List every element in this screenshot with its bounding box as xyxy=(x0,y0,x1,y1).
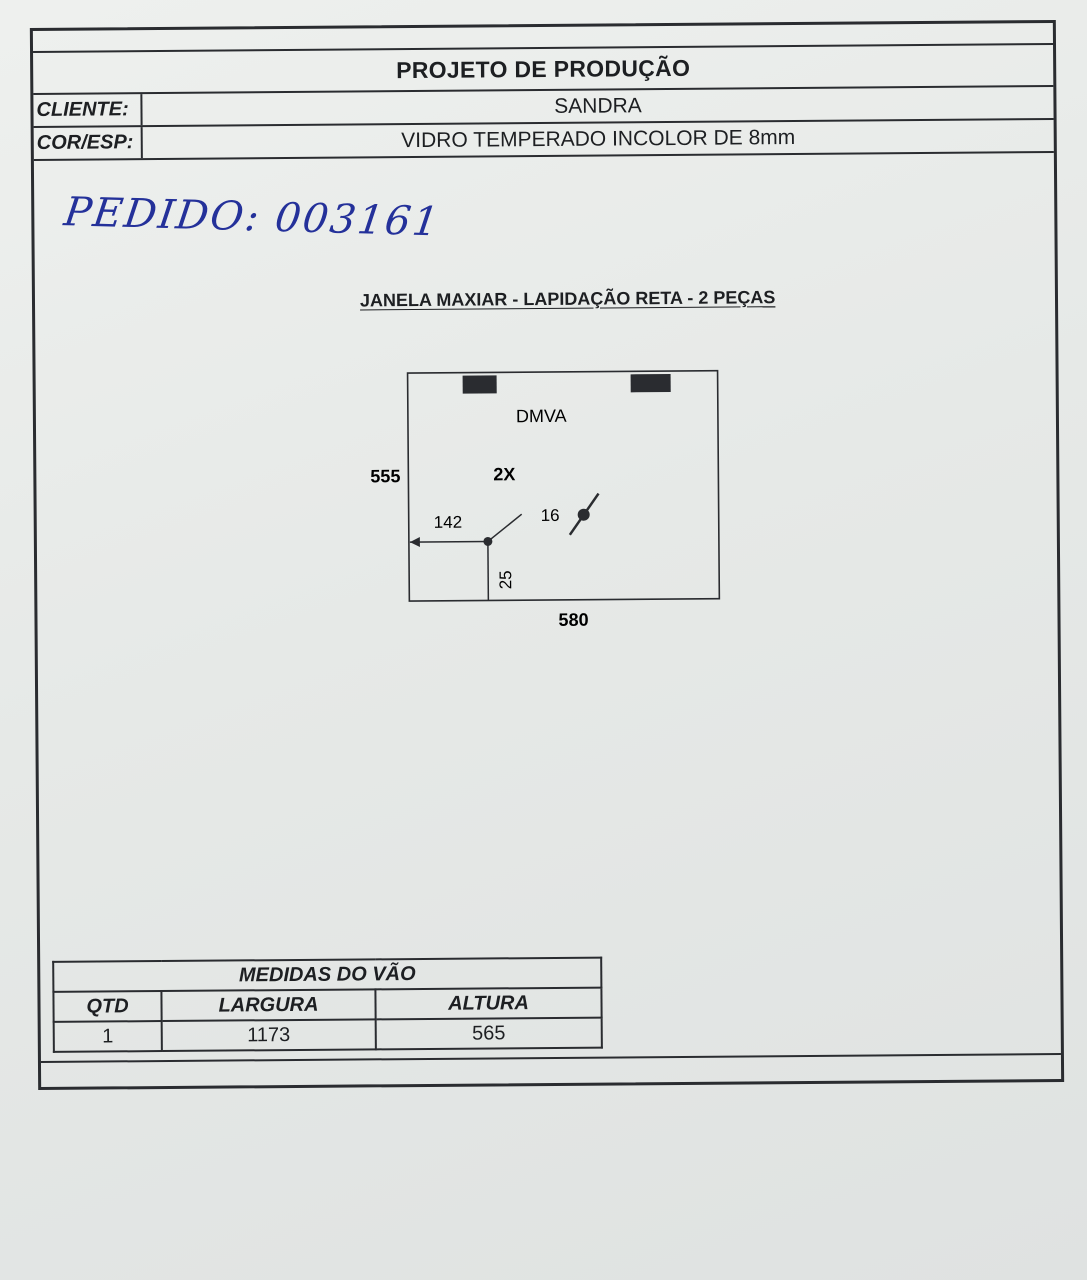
measurements-header-row: QTD LARGURA ALTURA xyxy=(53,987,602,1022)
cor-esp-label: COR/ESP: xyxy=(33,127,143,160)
production-sheet: PROJETO DE PRODUÇÃO CLIENTE: SANDRA COR/… xyxy=(29,19,1065,1091)
cell-largura: 1173 xyxy=(161,1019,376,1052)
page-title: PROJETO DE PRODUÇÃO xyxy=(396,54,691,83)
quantity-multiplier: 2X xyxy=(493,464,515,484)
offset-bottom-dimension: 25 xyxy=(496,570,515,589)
measurements-title-row: MEDIDAS DO VÃO xyxy=(53,957,602,992)
hinge-right xyxy=(630,374,671,393)
table-row: 1 1173 565 xyxy=(53,1017,602,1052)
handwritten-order-number: PEDIDO: 003161 xyxy=(61,189,444,246)
drawing-label: DMVA xyxy=(516,406,567,426)
piece-description: JANELA MAXIAR - LAPIDAÇÃO RETA - 2 PEÇAS xyxy=(359,287,776,311)
cell-altura: 565 xyxy=(375,1017,602,1050)
hole-marker xyxy=(483,536,493,546)
cor-esp-value: VIDRO TEMPERADO INCOLOR DE 8mm xyxy=(401,125,796,152)
offset-left-dimension: 142 xyxy=(434,513,463,532)
offset-left-arrow xyxy=(409,536,420,547)
measurements-table: MEDIDAS DO VÃO QTD LARGURA ALTURA 1 1173… xyxy=(52,957,603,1053)
header-qtd: QTD xyxy=(53,991,162,1022)
height-dimension: 555 xyxy=(370,466,400,486)
footer-divider xyxy=(40,1052,1061,1063)
cliente-value: SANDRA xyxy=(554,93,642,118)
cliente-label: CLIENTE: xyxy=(33,94,143,127)
width-dimension: 580 xyxy=(558,610,588,630)
measurements-title: MEDIDAS DO VÃO xyxy=(53,957,602,992)
cell-qtd: 1 xyxy=(53,1021,162,1052)
hole-leader xyxy=(487,513,523,543)
hole-diameter-line xyxy=(568,492,600,536)
header-largura: LARGURA xyxy=(161,989,376,1022)
hole-detail xyxy=(577,508,590,521)
glass-outline xyxy=(406,369,721,602)
hole-dimension: 16 xyxy=(541,506,560,525)
offset-left-line xyxy=(409,540,488,543)
header-altura: ALTURA xyxy=(375,987,602,1020)
cor-esp-row: COR/ESP: VIDRO TEMPERADO INCOLOR DE 8mm xyxy=(33,120,1054,162)
hinge-left xyxy=(462,375,497,394)
